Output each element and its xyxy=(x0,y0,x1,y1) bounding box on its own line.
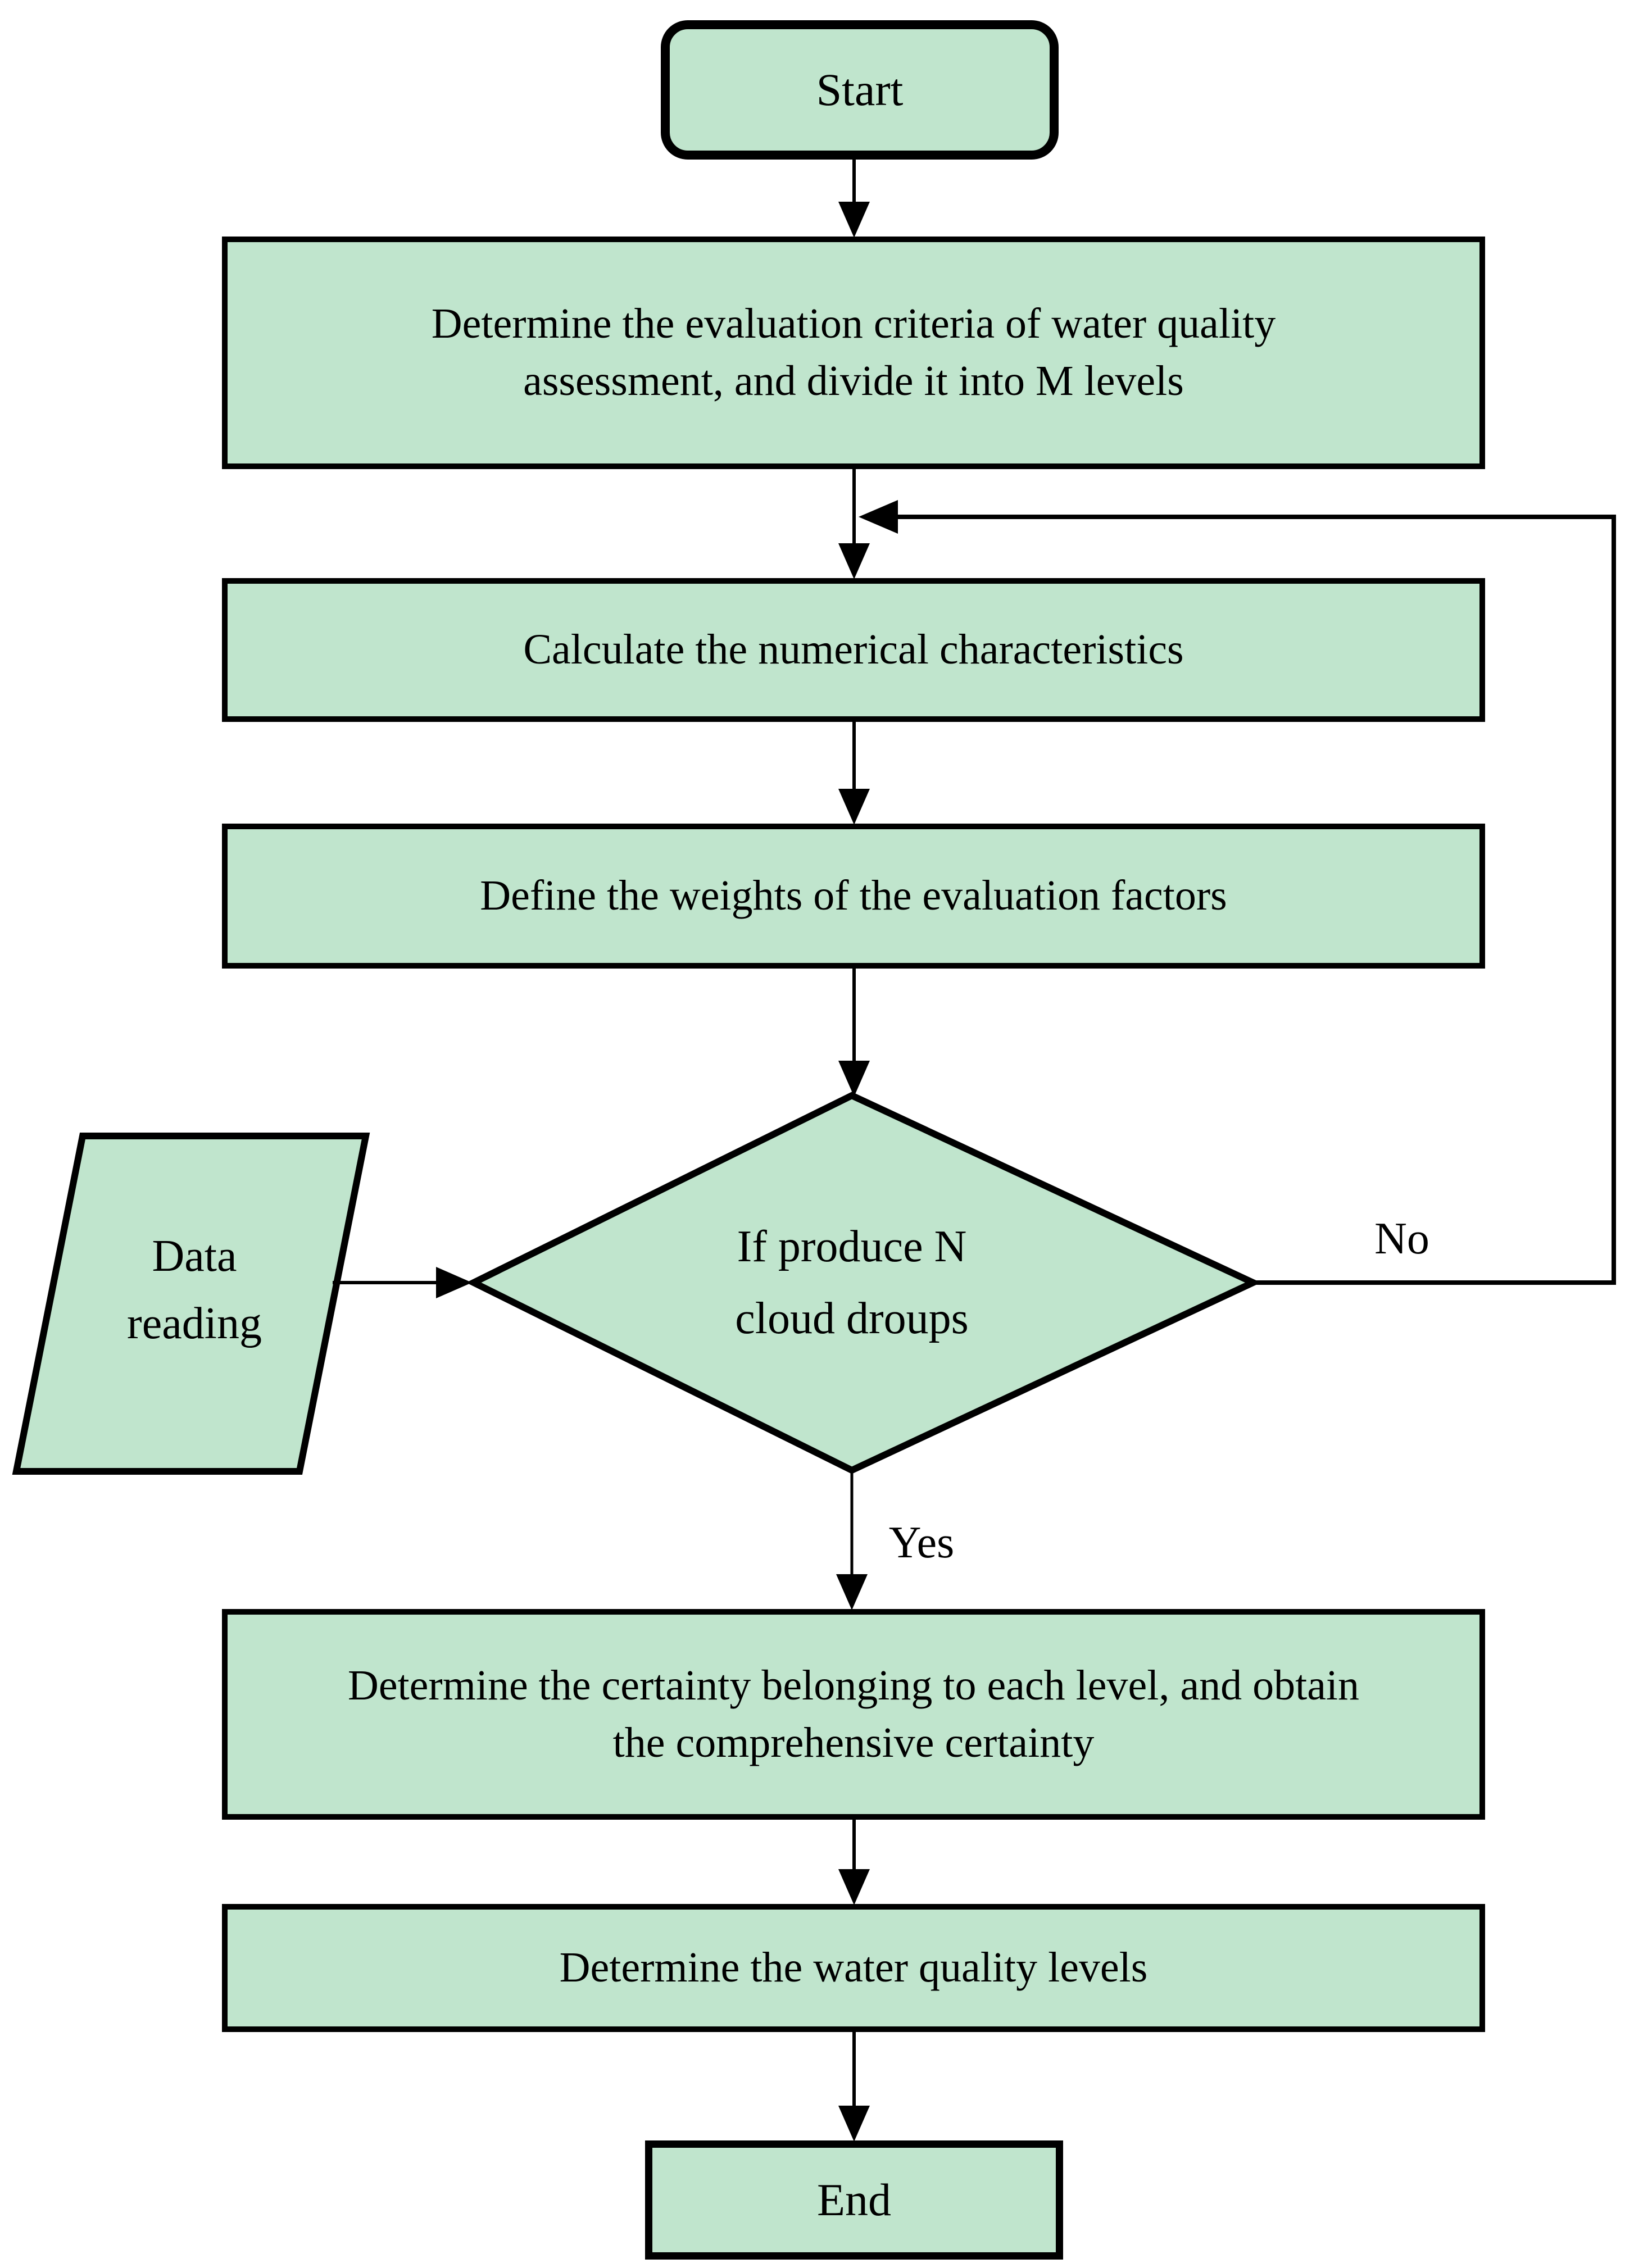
no-branch-label: No xyxy=(1374,1214,1429,1263)
process-calculate-label: Calculate the numerical characteristics xyxy=(523,626,1184,674)
data-reading-label: Data reading xyxy=(127,1231,262,1348)
arrow-data-to-decision-head xyxy=(436,1267,472,1298)
arrow-start-to-criteria-head xyxy=(838,202,870,238)
decision-diamond-label: If produce N cloud droups xyxy=(735,1222,969,1343)
data-reading-parallelogram-shape xyxy=(12,1133,370,1475)
arrow-criteria-to-calculate-head xyxy=(838,543,870,579)
arrow-certainty-to-levels-head xyxy=(838,1869,870,1905)
process-criteria-node: Determine the evaluation criteria of wat… xyxy=(222,237,1485,469)
process-levels-node: Determine the water quality levels xyxy=(222,1904,1485,2032)
end-node-label: End xyxy=(816,2174,892,2225)
start-node: Start xyxy=(661,20,1059,160)
process-criteria-label: Determine the evaluation criteria of wat… xyxy=(431,300,1276,404)
process-weights-label: Define the weights of the evaluation fac… xyxy=(480,872,1227,920)
process-certainty-label: Determine the certainty belonging to eac… xyxy=(347,1661,1360,1766)
arrow-decision-to-certainty-head xyxy=(836,1574,868,1610)
end-node: End xyxy=(645,2140,1063,2260)
arrow-levels-to-end-head xyxy=(838,2106,870,2142)
yes-branch-label: Yes xyxy=(888,1518,955,1567)
arrow-weights-to-decision-head xyxy=(838,1061,870,1097)
process-certainty-node: Determine the certainty belonging to eac… xyxy=(222,1609,1485,1820)
process-calculate-node: Calculate the numerical characteristics xyxy=(222,578,1485,722)
process-weights-node: Define the weights of the evaluation fac… xyxy=(222,824,1485,969)
no-loop-merge-head xyxy=(859,500,898,534)
arrow-calculate-to-weights-head xyxy=(838,789,870,825)
process-levels-label: Determine the water quality levels xyxy=(559,1944,1148,1992)
no-loop-connector xyxy=(897,515,1616,1285)
start-node-label: Start xyxy=(816,63,904,115)
